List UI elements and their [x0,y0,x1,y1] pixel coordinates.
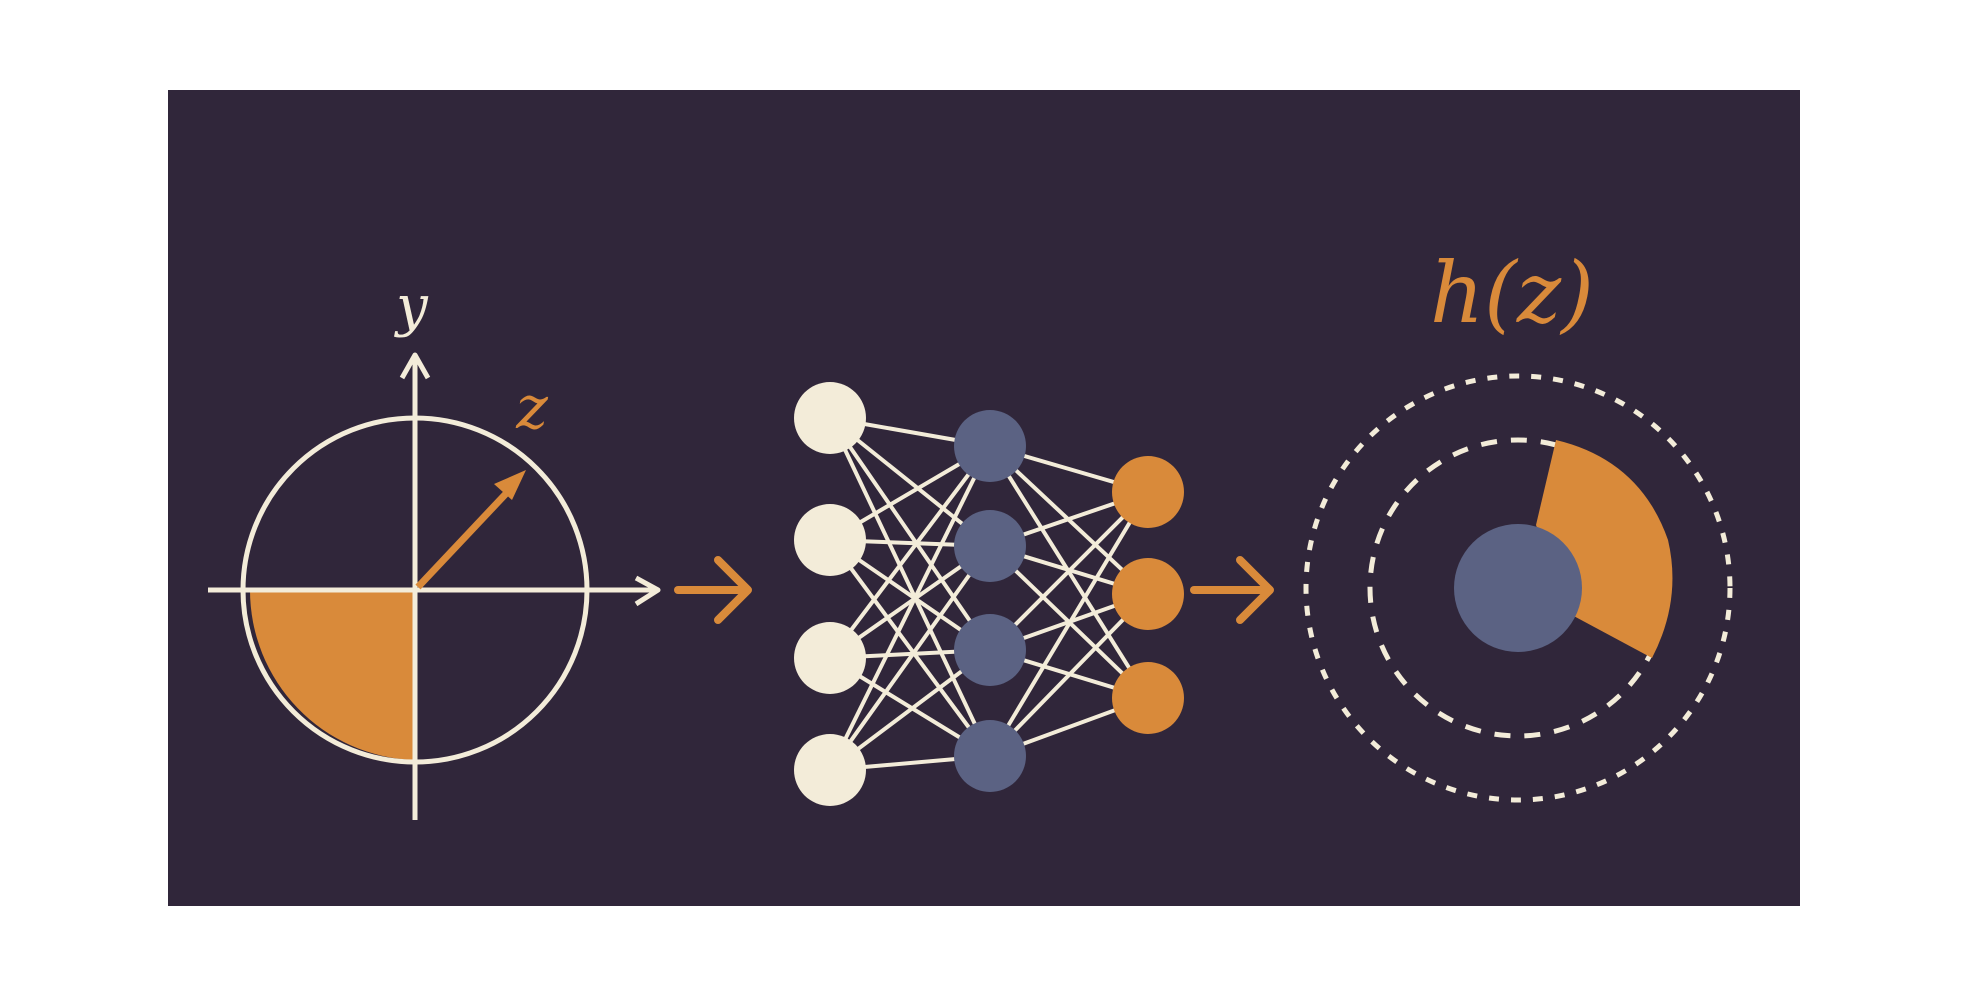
z-vector-arrowhead [494,470,526,500]
z-vector [415,480,519,590]
flow-arrow-1 [674,556,752,624]
hidden-node [954,720,1026,792]
flow-arrow-2 [1190,556,1274,624]
input-node [794,734,866,806]
hidden-node [954,614,1026,686]
x-axis-arrowhead [634,575,661,607]
output-core [1454,524,1582,652]
network-edge [988,490,1150,758]
y-axis-label: y [393,274,429,339]
hidden-node [954,510,1026,582]
network-edge [828,445,992,771]
network-edge [828,538,992,758]
network-edge [828,417,992,757]
hidden-node [954,410,1026,482]
outer-dashed-ring [1303,373,1733,803]
unit-circle-group: y z [208,274,661,820]
input-node [794,622,866,694]
output-node [1112,456,1184,528]
y-axis-arrowhead [399,352,431,380]
output-node [1112,662,1184,734]
input-node [794,504,866,576]
z-vector-label: z [515,373,548,443]
network-edge [828,544,992,772]
output-label: h(z) [1430,244,1594,342]
network-edge [828,416,992,652]
network-edge [828,444,992,660]
shaded-quadrant [249,590,414,760]
network-edge [988,592,1150,758]
network-edge [988,490,1150,652]
input-node [794,382,866,454]
output-node [1112,558,1184,630]
network-nodes [794,382,1184,806]
output-group: h(z) [1303,244,1733,803]
